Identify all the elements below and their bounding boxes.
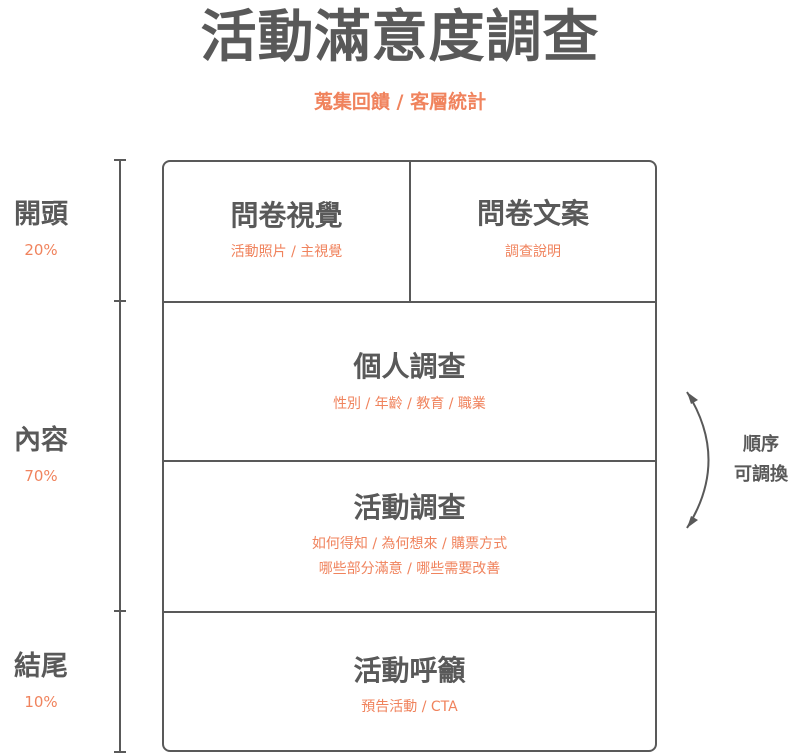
divider-intro-content — [164, 301, 655, 303]
block-event-title: 活動調查 — [353, 491, 466, 524]
swap-note-line-2: 可調換 — [734, 464, 788, 485]
block-event-desc-line-2: 哪些部分滿意 / 哪些需要改善 — [318, 561, 501, 577]
section-end-name: 結尾 — [14, 651, 68, 682]
section-content: 內容 70% — [0, 423, 82, 487]
block-visual-title: 問卷視覺 — [230, 199, 343, 232]
section-end-pct: 10% — [24, 693, 58, 711]
survey-layout-frame: 問卷視覺 活動照片 / 主視覺 問卷文案 調查說明 個人調查 性別 / 年齡 /… — [162, 160, 657, 752]
section-bracket — [114, 159, 126, 753]
block-visual-desc: 活動照片 / 主視覺 — [230, 244, 343, 260]
swap-arrow-icon — [686, 391, 710, 529]
section-end: 結尾 10% — [0, 649, 82, 713]
section-intro-name: 開頭 — [14, 199, 68, 230]
section-intro: 開頭 20% — [0, 197, 82, 261]
block-copy: 問卷文案 調查說明 — [411, 162, 655, 301]
section-intro-pct: 20% — [24, 241, 58, 259]
block-personal-desc: 性別 / 年齡 / 教育 / 職業 — [333, 396, 486, 412]
block-copy-desc: 調查說明 — [505, 244, 561, 260]
block-cta-title: 活動呼籲 — [353, 654, 466, 687]
block-event: 活動調查 如何得知 / 為何想來 / 購票方式 哪些部分滿意 / 哪些需要改善 — [164, 462, 655, 611]
swap-note: 順序 可調換 — [722, 430, 800, 490]
divider-content-end — [164, 611, 655, 613]
section-content-name: 內容 — [14, 425, 68, 456]
swap-note-line-1: 順序 — [743, 434, 779, 455]
page-title: 活動滿意度調查 — [200, 5, 600, 70]
block-event-desc-line-1: 如何得知 / 為何想來 / 購票方式 — [311, 536, 508, 552]
block-visual: 問卷視覺 活動照片 / 主視覺 — [164, 162, 409, 301]
block-personal-title: 個人調查 — [353, 350, 466, 383]
block-cta: 活動呼籲 預告活動 / CTA — [164, 613, 655, 750]
divider-personal-event — [164, 460, 655, 462]
block-personal: 個人調查 性別 / 年齡 / 教育 / 職業 — [164, 303, 655, 460]
block-cta-desc: 預告活動 / CTA — [361, 699, 458, 715]
block-copy-title: 問卷文案 — [476, 197, 589, 230]
section-content-pct: 70% — [24, 467, 58, 485]
page-subtitle: 蒐集回饋 / 客層統計 — [313, 91, 487, 113]
header-divider-vertical — [409, 162, 411, 303]
